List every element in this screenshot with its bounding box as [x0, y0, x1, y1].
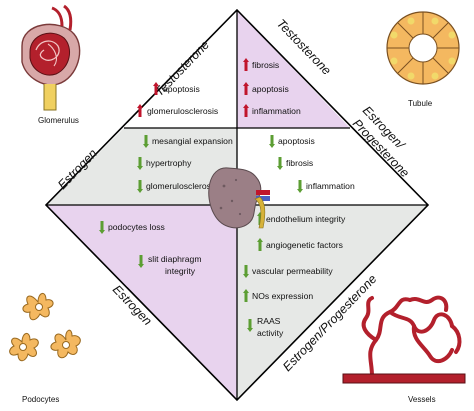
item-label: mesangial expansion	[152, 136, 233, 146]
caption-glomerulus: Glomerulus	[38, 116, 79, 125]
arrow-up-red-icon	[137, 104, 143, 117]
top-right-item-apoptosis: apoptosis	[243, 82, 289, 95]
arrow-up-red-icon	[153, 82, 159, 95]
arrow-down-green-icon	[247, 319, 253, 332]
caption-vessels: Vessels	[408, 395, 436, 404]
item-label-line1: slit diaphragm	[148, 254, 202, 264]
item-label: NOs expression	[252, 291, 313, 301]
item-label: glomerulosclerosis	[146, 181, 217, 191]
item-label: angiogenetic factors	[266, 240, 343, 250]
mid-left-item-hypertrophy: hypertrophy	[137, 157, 192, 170]
mid-right-item-inflammation: inflammation	[297, 180, 355, 193]
item-label-line2: activity	[257, 328, 284, 338]
low-right-item-raas-activity: RAAS activity	[247, 316, 284, 338]
glomerulus-icon	[21, 4, 81, 111]
item-label: fibrosis	[286, 158, 313, 168]
top-left-item-apoptosis: apoptosis	[153, 82, 200, 95]
item-label: vascular permeability	[252, 266, 333, 276]
item-label: podocytes loss	[108, 222, 165, 232]
item-label: fibrosis	[252, 60, 279, 70]
item-label: inflammation	[252, 106, 301, 116]
arrow-up-red-icon	[243, 104, 249, 117]
tubule-icon	[386, 11, 460, 85]
arrow-up-red-icon	[243, 82, 249, 95]
arrow-down-green-icon	[243, 265, 249, 278]
top-left-item-glomerulosclerosis: glomerulosclerosis	[137, 104, 218, 117]
top-right-item-inflammation: inflammation	[243, 104, 301, 117]
arrow-down-green-icon	[137, 180, 143, 193]
mid-right-item-apoptosis: apoptosis	[269, 135, 315, 148]
item-label: apoptosis	[278, 136, 315, 146]
item-label-line2: integrity	[165, 266, 196, 276]
low-right-item-endothelium-integrity: endothelium integrity	[257, 212, 346, 225]
podocytes-icon	[9, 293, 81, 362]
kidney-icon	[208, 167, 270, 229]
low-left-item-podocytes-loss: podocytes loss	[99, 221, 165, 234]
item-label-line1: RAAS	[257, 316, 281, 326]
item-label: apoptosis	[163, 84, 200, 94]
low-right-item-nos-expression: NOs expression	[243, 289, 313, 302]
arrow-down-green-icon	[143, 135, 149, 148]
item-label: endothelium integrity	[266, 214, 346, 224]
vessels-icon	[361, 295, 462, 378]
low-right-item-vascular-permeability: vascular permeability	[243, 265, 333, 278]
mid-right-item-fibrosis: fibrosis	[277, 157, 313, 170]
arrow-down-green-icon	[99, 221, 105, 234]
vessel-trunk	[342, 373, 466, 384]
item-label: apoptosis	[252, 84, 289, 94]
arrow-down-green-icon	[137, 157, 143, 170]
caption-tubule: Tubule	[408, 99, 433, 108]
caption-podocytes: Podocytes	[22, 395, 59, 404]
mid-left-item-mesangial-expansion: mesangial expansion	[143, 135, 233, 148]
region-mid-right	[237, 128, 428, 205]
arrow-down-green-icon	[269, 135, 275, 148]
item-label: glomerulosclerosis	[147, 106, 218, 116]
item-label: hypertrophy	[146, 158, 192, 168]
low-left-item-slit-diaphragm: slit diaphragm integrity	[138, 254, 202, 276]
arrow-down-green-icon	[277, 157, 283, 170]
arrow-up-green-icon	[243, 289, 249, 302]
top-right-item-fibrosis: fibrosis	[243, 58, 279, 71]
arrow-up-green-icon	[257, 238, 263, 251]
low-right-item-angiogenetic-factors: angiogenetic factors	[257, 238, 343, 251]
arrow-down-green-icon	[138, 255, 144, 268]
mid-left-item-glomerulosclerosis: glomerulosclerosis	[137, 180, 217, 193]
arrow-down-green-icon	[297, 180, 303, 193]
arrow-up-red-icon	[243, 58, 249, 71]
item-label: inflammation	[306, 181, 355, 191]
